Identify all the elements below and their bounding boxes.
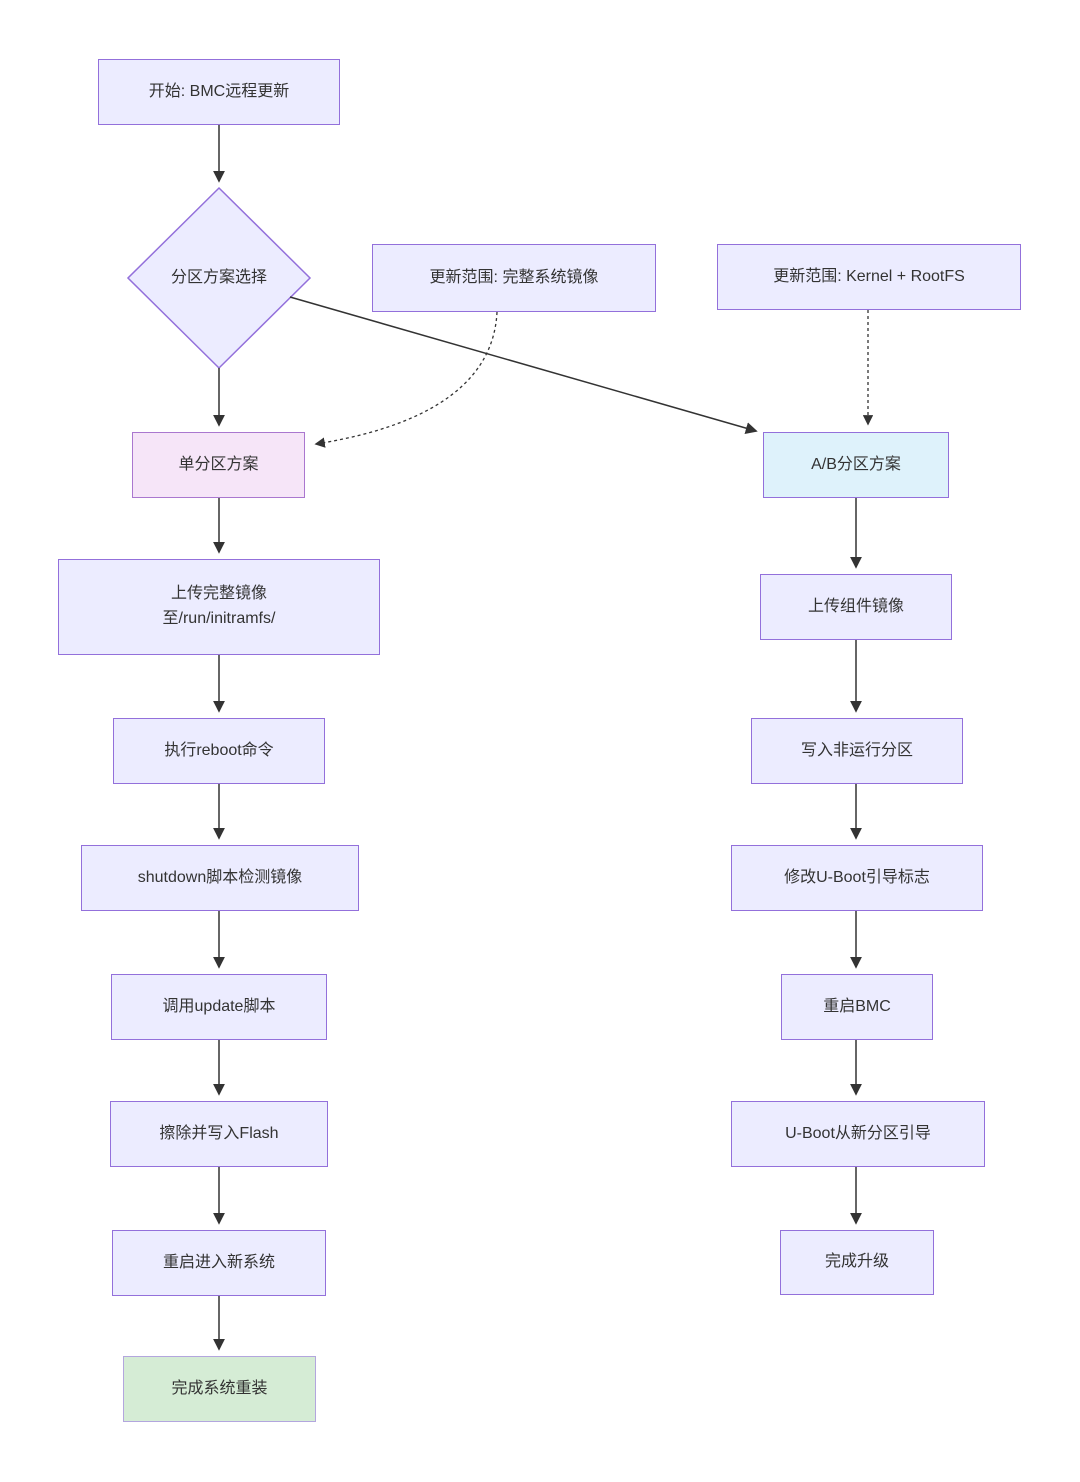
node-ab-partition: A/B分区方案 bbox=[763, 432, 949, 498]
node-decision-label: 分区方案选择 bbox=[170, 268, 267, 286]
node-call-update-script: 调用update脚本 bbox=[111, 974, 327, 1040]
node-reboot-bmc: 重启BMC bbox=[781, 974, 933, 1040]
node-finish-upgrade: 完成升级 bbox=[780, 1230, 934, 1295]
node-note-full-image: 更新范围: 完整系统镜像 bbox=[372, 244, 656, 312]
node-upload-full-image: 上传完整镜像 至/run/initramfs/ bbox=[58, 559, 380, 655]
node-note-kernel-rootfs: 更新范围: Kernel + RootFS bbox=[717, 244, 1021, 310]
node-shutdown-script: shutdown脚本检测镜像 bbox=[81, 845, 359, 911]
node-single-partition: 单分区方案 bbox=[132, 432, 305, 498]
node-start: 开始: BMC远程更新 bbox=[98, 59, 340, 125]
node-erase-write-flash: 擦除并写入Flash bbox=[110, 1101, 328, 1167]
node-uboot-boot-new-partition: U-Boot从新分区引导 bbox=[731, 1101, 985, 1167]
node-write-inactive-partition: 写入非运行分区 bbox=[751, 718, 963, 784]
node-modify-uboot-flag: 修改U-Boot引导标志 bbox=[731, 845, 983, 911]
node-finish-reinstall: 完成系统重装 bbox=[123, 1356, 316, 1422]
node-exec-reboot: 执行reboot命令 bbox=[113, 718, 325, 784]
node-upload-component-image: 上传组件镜像 bbox=[760, 574, 952, 640]
node-reboot-new-system: 重启进入新系统 bbox=[112, 1230, 326, 1296]
